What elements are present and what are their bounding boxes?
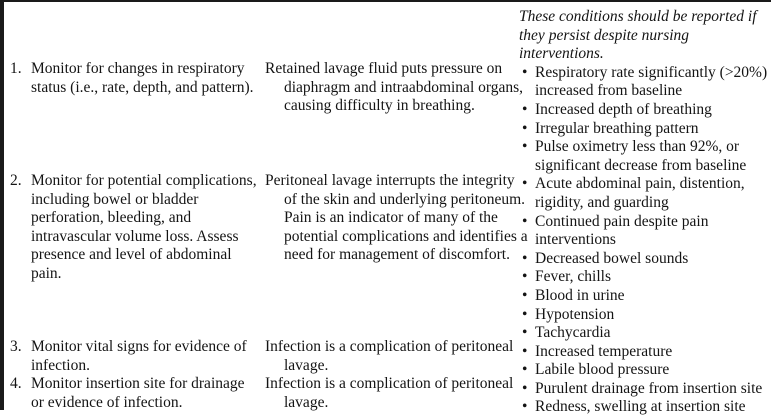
action-item-4: 4. Monitor insertion site for drainage o… bbox=[10, 375, 258, 412]
action-number-3: 3. bbox=[10, 338, 22, 355]
list-item: • Increased depth of breathing bbox=[519, 101, 771, 120]
action-text-2: Monitor for potential complications, inc… bbox=[31, 172, 257, 282]
bullet-icon: • bbox=[522, 324, 528, 342]
action-text-4: Monitor insertion site for drainage or e… bbox=[31, 375, 245, 411]
list-item: • Increased temperature bbox=[519, 343, 771, 362]
action-text-1: Monitor for changes in respiratory statu… bbox=[31, 60, 254, 96]
action-text-3: Monitor vital signs for evidence of infe… bbox=[31, 338, 247, 374]
list-item: • Purulent drainage from insertion site bbox=[519, 380, 771, 399]
list-item: • Redness, swelling at insertion site bbox=[519, 398, 771, 417]
rationale-text-3: Infection is a complication of peritonea… bbox=[265, 338, 514, 374]
list-item: • Respiratory rate significantly (>20%) … bbox=[519, 64, 771, 101]
bullet-icon: • bbox=[522, 249, 528, 267]
list-item: • Acute abdominal pain, distention, rigi… bbox=[519, 175, 771, 212]
bullet-icon: • bbox=[522, 305, 528, 323]
bullet-icon: • bbox=[522, 342, 528, 360]
bullet-icon: • bbox=[522, 286, 528, 304]
list-item-label: Hypotension bbox=[535, 305, 615, 323]
bullet-icon: • bbox=[522, 212, 528, 230]
bullet-icon: • bbox=[522, 119, 528, 137]
list-item: • Fever, chills bbox=[519, 268, 771, 287]
list-item: • Blood in urine bbox=[519, 287, 771, 306]
list-item-label: Blood in urine bbox=[535, 286, 625, 304]
bullet-icon: • bbox=[522, 398, 528, 416]
reportable-bullet-list: • Respiratory rate significantly (>20%) … bbox=[519, 64, 771, 417]
action-item-2: 2. Monitor for potential complications, … bbox=[10, 172, 258, 284]
rationale-text-1: Retained lavage fluid puts pressure on d… bbox=[265, 60, 524, 115]
action-number-2: 2. bbox=[10, 172, 22, 189]
list-item: • Tachycardia bbox=[519, 324, 771, 343]
action-number-1: 1. bbox=[10, 60, 22, 77]
column-reportable-conditions: These conditions should be reported if t… bbox=[519, 8, 771, 417]
list-item-label: Acute abdominal pain, distention, rigidi… bbox=[535, 175, 745, 211]
list-item-label: Redness, swelling at insertion site bbox=[535, 398, 746, 416]
list-item-label: Increased temperature bbox=[535, 342, 673, 360]
list-item-label: Labile blood pressure bbox=[535, 361, 670, 379]
list-item-label: Tachycardia bbox=[535, 324, 611, 342]
list-item-label: Decreased bowel sounds bbox=[535, 249, 689, 267]
list-item: • Labile blood pressure bbox=[519, 361, 771, 380]
list-item: • Decreased bowel sounds bbox=[519, 250, 771, 269]
reportable-intro: These conditions should be reported if t… bbox=[519, 8, 757, 63]
list-item-label: Continued pain despite pain intervention… bbox=[535, 212, 709, 249]
list-item-label: Respiratory rate significantly (>20%) in… bbox=[535, 63, 768, 100]
table-left-border bbox=[0, 0, 4, 410]
list-item: • Pulse oximetry less than 92%, or signi… bbox=[519, 138, 771, 175]
list-item-label: Purulent drainage from insertion site bbox=[535, 379, 763, 397]
bullet-icon: • bbox=[522, 361, 528, 379]
table-top-border bbox=[0, 0, 771, 2]
bullet-icon: • bbox=[522, 175, 528, 193]
bullet-icon: • bbox=[522, 138, 528, 156]
rationale-text-2: Peritoneal lavage interrupts the integri… bbox=[265, 172, 528, 264]
list-item-label: Pulse oximetry less than 92%, or signifi… bbox=[535, 138, 747, 174]
rationale-text-4: Infection is a complication of peritonea… bbox=[265, 375, 514, 411]
list-item-label: Increased depth of breathing bbox=[535, 100, 712, 118]
action-item-1: 1. Monitor for changes in respiratory st… bbox=[10, 60, 258, 97]
list-item: • Continued pain despite pain interventi… bbox=[519, 213, 771, 250]
action-item-3: 3. Monitor vital signs for evidence of i… bbox=[10, 338, 258, 375]
bullet-icon: • bbox=[522, 63, 528, 81]
list-item: • Hypotension bbox=[519, 306, 771, 325]
list-item-label: Fever, chills bbox=[535, 268, 612, 286]
bullet-icon: • bbox=[522, 100, 528, 118]
action-number-4: 4. bbox=[10, 375, 22, 392]
bullet-icon: • bbox=[522, 268, 528, 286]
list-item: • Irregular breathing pattern bbox=[519, 120, 771, 139]
list-item-label: Irregular breathing pattern bbox=[535, 119, 699, 137]
bullet-icon: • bbox=[522, 379, 528, 397]
